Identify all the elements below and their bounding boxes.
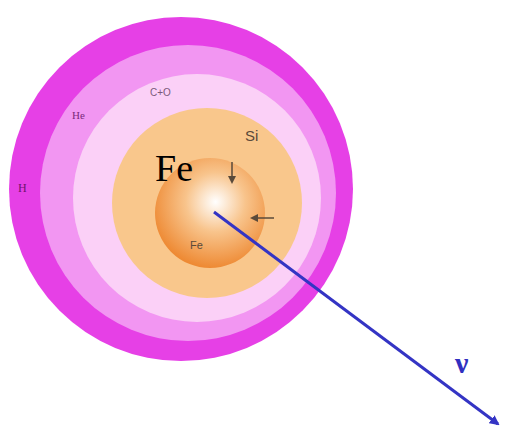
silicon-shell: SiFe xyxy=(112,108,302,298)
shell-disc xyxy=(73,74,321,322)
neutrino-symbol: ν xyxy=(455,348,468,378)
core-label: Fe xyxy=(155,149,193,187)
shell-label: He xyxy=(72,110,85,121)
helium-shell: He C+O SiFe xyxy=(40,45,336,341)
shell-disc xyxy=(40,45,336,341)
shell-disc xyxy=(112,108,302,298)
shell-label: Si xyxy=(245,128,258,143)
shell-outline xyxy=(40,45,336,341)
shell-label: H xyxy=(18,182,27,194)
shell-disc xyxy=(9,17,353,361)
hydrogen-shell: H He C+O SiFe xyxy=(9,17,353,361)
collapse-arrow xyxy=(231,162,233,182)
carbon-oxygen-shell: C+O SiFe xyxy=(73,74,321,322)
shell-outline xyxy=(9,17,353,361)
shell-label: Fe xyxy=(190,240,203,251)
shell-outline xyxy=(112,108,302,298)
shell-outline xyxy=(73,74,321,322)
collapse-arrow xyxy=(252,217,274,219)
shell-label: C+O xyxy=(150,88,171,98)
